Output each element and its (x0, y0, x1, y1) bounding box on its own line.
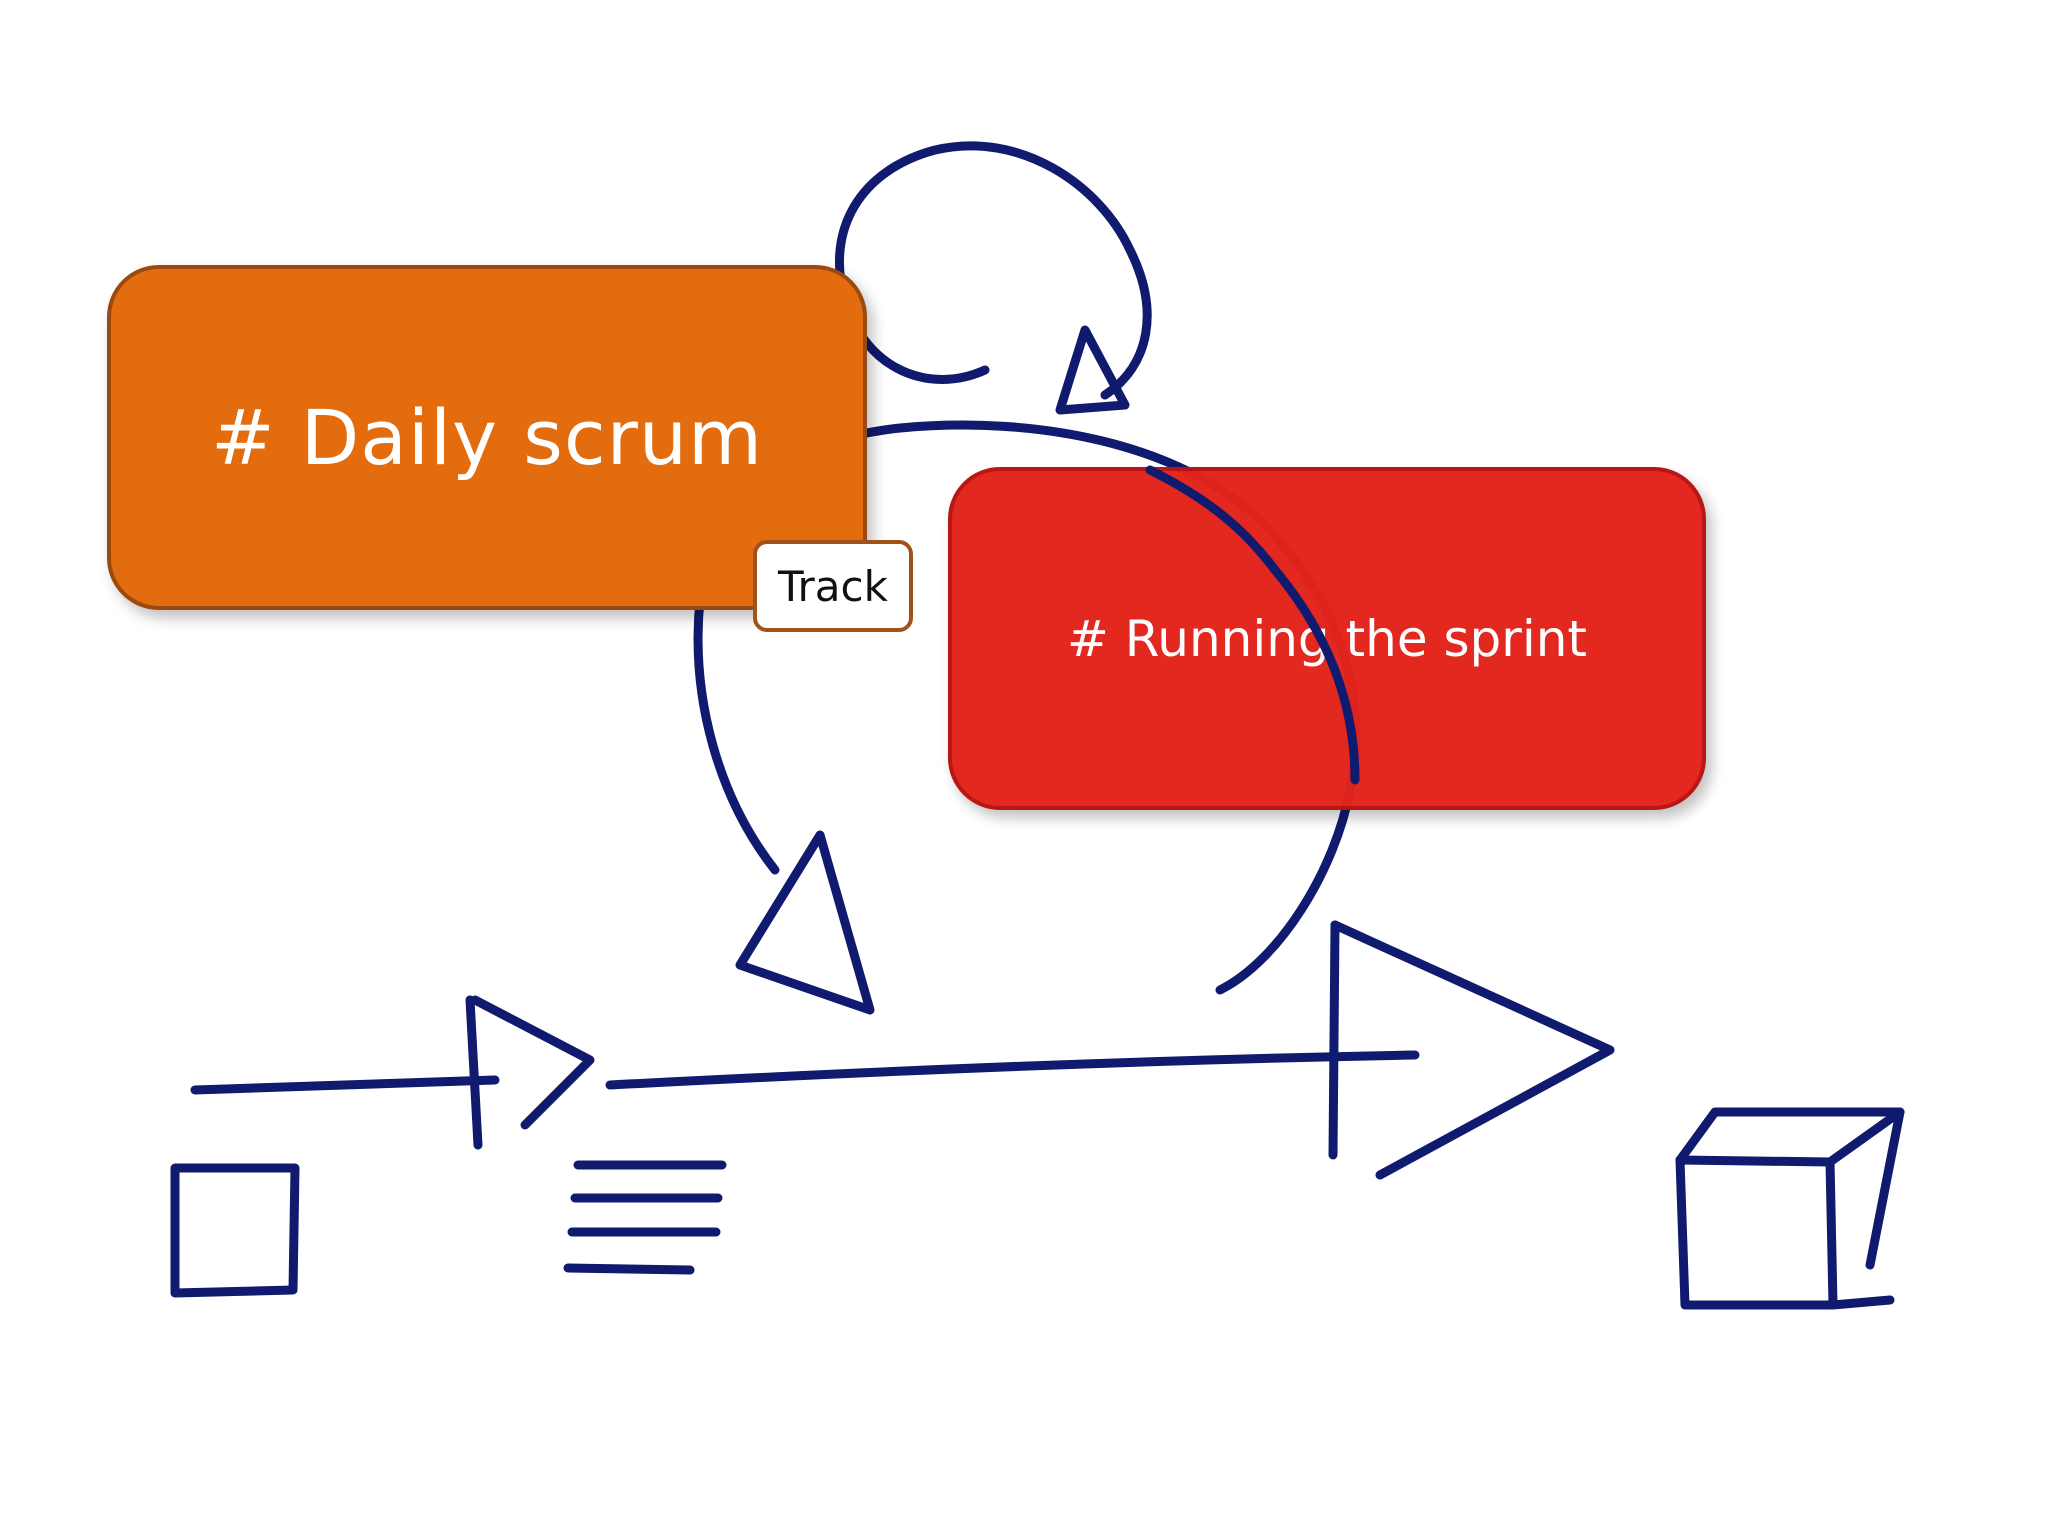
backlog-box-icon (170, 1163, 300, 1298)
daily-loop-icon (834, 141, 1152, 415)
increment-cube-icon (1675, 1107, 1905, 1310)
track-tag-label: Track (778, 561, 888, 611)
flow-arrow-icon (190, 920, 1615, 1180)
running-the-sprint-label: # Running the sprint (1066, 609, 1588, 668)
daily-scrum-label: # Daily scrum (210, 393, 764, 482)
track-tag[interactable]: Track (753, 540, 913, 632)
daily-scrum-card[interactable]: # Daily scrum (107, 265, 867, 610)
sprint-backlog-list-icon (563, 1160, 727, 1275)
running-the-sprint-card[interactable]: # Running the sprint (948, 467, 1706, 810)
